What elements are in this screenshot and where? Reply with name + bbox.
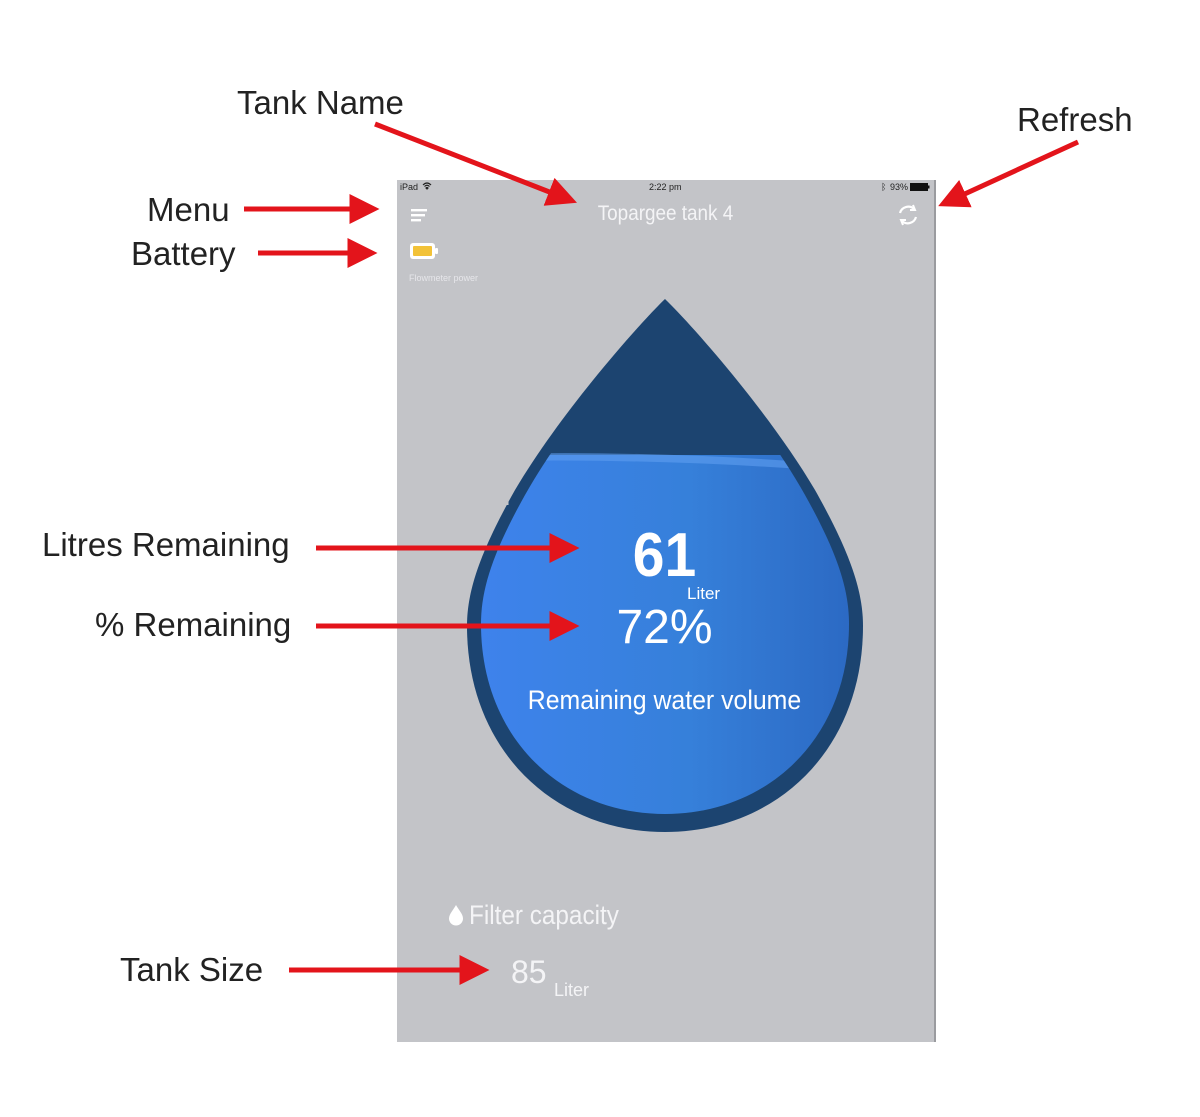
- app-screen: iPad 2:22 pm ᛒ 93% Topargee tank 4 Fl: [397, 180, 936, 1042]
- refresh-icon[interactable]: [896, 203, 920, 227]
- battery-icon: [409, 242, 439, 260]
- remaining-volume-caption: Remaining water volume: [527, 685, 802, 715]
- litres-unit: Liter: [687, 584, 721, 603]
- water-drop-gauge: [467, 299, 863, 832]
- tank-name-title: Topargee tank 4: [597, 202, 734, 225]
- arrow-refresh: [938, 139, 1080, 208]
- annotation-refresh: Refresh: [1017, 101, 1133, 138]
- litres-remaining-value: 61: [632, 521, 697, 590]
- menu-icon[interactable]: [409, 206, 429, 224]
- water-fill: [481, 455, 849, 814]
- status-bluetooth-icon: ᛒ: [881, 182, 887, 192]
- annotation-tank-size: Tank Size: [120, 951, 264, 988]
- annotation-battery: Battery: [131, 235, 236, 272]
- annotation-litres-remaining: Litres Remaining: [42, 526, 290, 563]
- annotation-tank-name: Tank Name: [237, 84, 404, 121]
- water-drop-icon: [449, 905, 463, 926]
- tank-size-unit: Liter: [554, 980, 590, 1000]
- percent-remaining-value: 72%: [616, 601, 713, 654]
- status-time: 2:22 pm: [649, 182, 682, 192]
- annotation-percent-remaining: % Remaining: [95, 606, 292, 643]
- status-battery-percent: 93%: [890, 182, 909, 192]
- flowmeter-power-caption: Flowmeter power: [409, 273, 479, 283]
- status-battery-icon: [910, 183, 930, 193]
- tank-size-value: 85: [511, 954, 547, 990]
- annotation-menu: Menu: [147, 191, 230, 228]
- filter-capacity-label: Filter capacity: [469, 900, 619, 930]
